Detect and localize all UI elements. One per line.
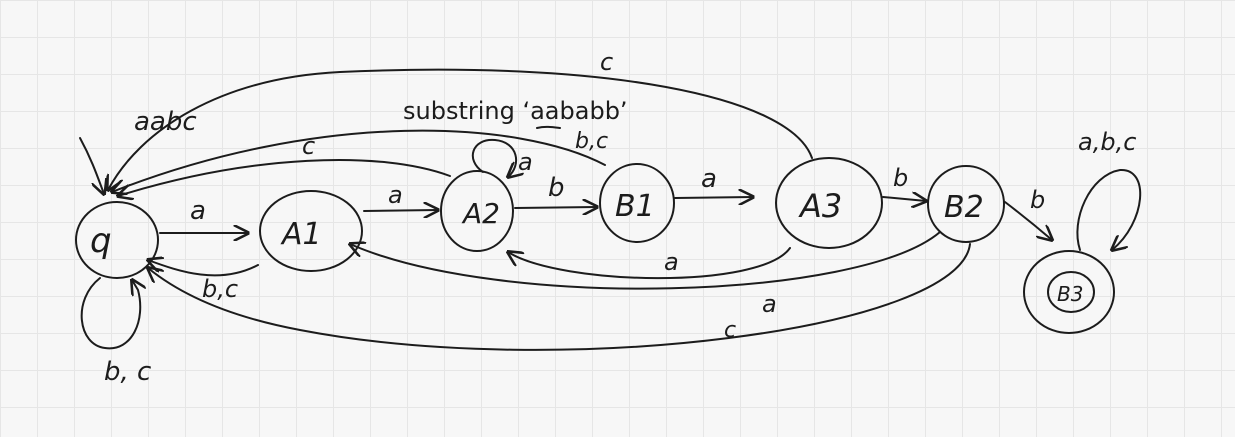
state-a3: A3 [775, 157, 883, 249]
title-underline-mark [536, 125, 561, 129]
state-a3-label: A3 [798, 187, 842, 225]
self-loop-b3 [1076, 168, 1142, 250]
edge-a3-a2-label: a [664, 248, 679, 276]
diagram-title: substring ‘aababb’ [403, 97, 628, 125]
state-b2-label: B2 [944, 190, 984, 225]
state-a2-label: A2 [461, 197, 500, 230]
edge-a1-q0-label: b,c [202, 275, 238, 303]
state-a1-label: A1 [280, 217, 322, 252]
self-loop-q0-label: b, c [104, 357, 151, 387]
state-q0: q [75, 201, 159, 279]
edge-b2-a1-label: a [762, 290, 777, 318]
self-loop-a2-label: a [518, 148, 533, 176]
state-b3-accepting: B3 [1023, 250, 1115, 334]
start-arrow [79, 137, 104, 194]
edge-b2-a1 [350, 231, 941, 290]
edge-a2-q0-label: c [302, 132, 315, 160]
state-a1: A1 [259, 190, 363, 272]
edge-a2-b1-label: b [548, 173, 565, 203]
edge-a1-a2 [363, 210, 438, 211]
edge-a1-a2-label: a [388, 181, 403, 209]
edge-a3-q0-label: c [600, 48, 613, 76]
self-loop-q0 [80, 278, 141, 350]
edge-b2-b3-label: b [1030, 186, 1045, 214]
edge-b2-q0-label: c [724, 318, 736, 343]
edge-a3-a2 [508, 247, 791, 280]
self-loop-a2 [472, 138, 516, 177]
edge-q0-a1-label: a [190, 196, 206, 226]
edge-b1-q0-label: b,c [575, 129, 608, 154]
edge-a2-q0-back [118, 159, 451, 196]
edge-a3-b2 [882, 197, 926, 201]
state-q0-label: q [90, 221, 112, 261]
edge-b1-a3 [674, 197, 753, 198]
state-b1: B1 [599, 163, 675, 243]
edge-a2-b1 [514, 207, 597, 208]
start-label: aabc [134, 107, 197, 137]
edge-b1-a3-label: a [701, 164, 717, 194]
edge-a3-b2-label: b [893, 164, 908, 192]
edge-a1-q0-back [148, 260, 259, 277]
edge-b2-b3 [1004, 201, 1052, 240]
state-a2: A2 [440, 170, 514, 252]
edge-a3-q0-back [108, 68, 813, 190]
edge-b2-q0 [148, 243, 971, 351]
self-loop-b3-label: a,b,c [1078, 128, 1136, 156]
state-b2: B2 [927, 165, 1005, 243]
state-b1-label: B1 [615, 189, 655, 224]
state-b3-label: B3 [1057, 282, 1083, 306]
edge-b1-q0-back [112, 129, 606, 192]
